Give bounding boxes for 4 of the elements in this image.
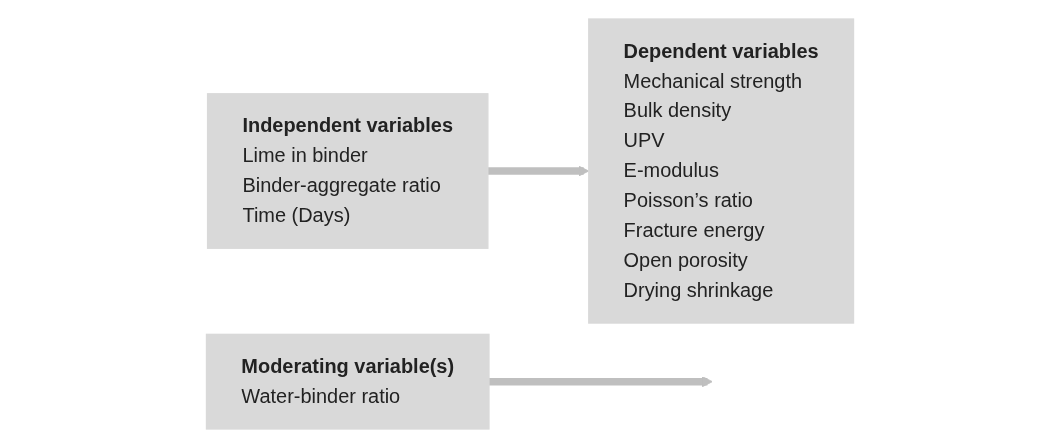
node-box: Independent variables Lime in binder Binder-aggregate ratio Time (Days)	[206, 93, 489, 249]
node-box: Moderating variable(s) Water-binder ratio	[205, 333, 490, 430]
node-box: Dependent variables Mechanical strength Bulk density UPV E-modulus Poisson’s ratio Fracture energy Open porosity Drying shrinkage	[588, 18, 855, 324]
arrow	[489, 376, 713, 388]
